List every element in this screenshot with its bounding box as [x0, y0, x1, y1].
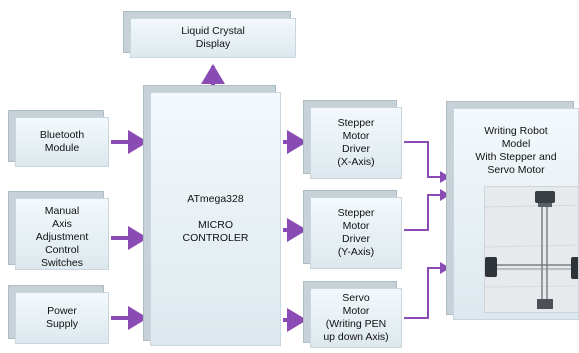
- writing-robot-photo: [484, 186, 578, 313]
- power-supply-block: Power Supply: [15, 292, 109, 344]
- stepper-x-driver-label: Stepper Motor Driver (X-Axis): [337, 117, 375, 168]
- bluetooth-block: Bluetooth Module: [15, 117, 109, 167]
- stepper-y-driver-label: Stepper Motor Driver (Y-Axis): [337, 207, 375, 258]
- microcontroller-label: ATmega328 MICRO CONTROLER: [182, 193, 249, 244]
- servo-motor-label: Servo Motor (Writing PEN up down Axis): [323, 292, 389, 343]
- writing-robot-label: Writing Robot Model With Stepper and Ser…: [475, 125, 557, 176]
- writing-robot-block: Writing Robot Model With Stepper and Ser…: [453, 108, 579, 320]
- stepper-y-driver-block: Stepper Motor Driver (Y-Axis): [310, 197, 402, 269]
- power-supply-label: Power Supply: [45, 305, 79, 330]
- servo-motor-block: Servo Motor (Writing PEN up down Axis): [310, 288, 402, 348]
- microcontroller-block: ATmega328 MICRO CONTROLER: [150, 92, 281, 346]
- bluetooth-label: Bluetooth Module: [39, 129, 85, 154]
- robot-photo-illustration: [485, 187, 578, 312]
- arrow-stepper-x-to-robot: [404, 141, 450, 183]
- arrow-servo-to-robot: [404, 262, 450, 319]
- stepper-x-driver-block: Stepper Motor Driver (X-Axis): [310, 107, 402, 179]
- manual-switches-label: Manual Axis Adjustment Control Switches: [35, 205, 89, 269]
- lcd-label: Liquid Crystal Display: [181, 25, 245, 50]
- arrow-stepper-y-to-robot: [404, 189, 450, 231]
- manual-switches-block: Manual Axis Adjustment Control Switches: [15, 198, 109, 270]
- lcd-block: Liquid Crystal Display: [130, 18, 296, 58]
